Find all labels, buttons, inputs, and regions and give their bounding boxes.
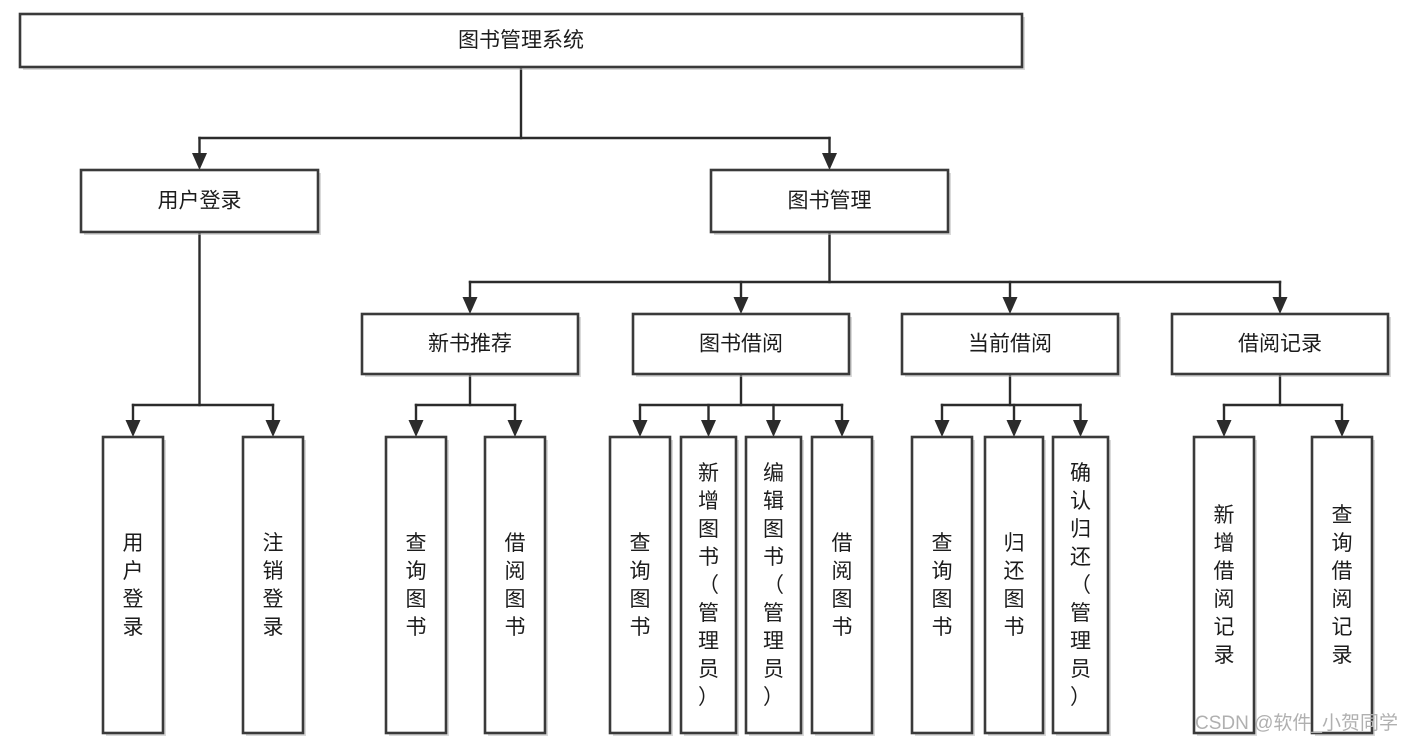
node-rect[interactable] bbox=[1310, 435, 1374, 735]
node-label: 当前借阅 bbox=[968, 333, 1052, 356]
node-leaf-confirm-return[interactable]: 确认归还（管理员） bbox=[1051, 435, 1111, 736]
node-label: 借阅图书 bbox=[505, 532, 526, 639]
node-leaf-add-book[interactable]: 新增图书（管理员） bbox=[679, 435, 739, 736]
node-label: 新增图书（管理员） bbox=[698, 462, 719, 709]
node-label: 查询图书 bbox=[406, 532, 427, 639]
connector-layer bbox=[125, 65, 1350, 437]
node-leaf-query-book-1[interactable]: 查询图书 bbox=[384, 435, 449, 736]
node-label: 编辑图书（管理员） bbox=[763, 462, 784, 709]
node-rect[interactable] bbox=[608, 435, 672, 735]
connector-userlogin-to-leaves bbox=[125, 230, 281, 437]
node-book-borrow[interactable]: 图书借阅 bbox=[631, 312, 852, 377]
node-layer: 图书管理系统用户登录图书管理新书推荐图书借阅当前借阅借阅记录用户登录注销登录查询… bbox=[18, 12, 1391, 736]
arrow-head-icon bbox=[1272, 297, 1288, 314]
node-rect[interactable] bbox=[900, 312, 1120, 376]
connector-root-to-level2 bbox=[192, 65, 837, 170]
node-book-manage[interactable]: 图书管理 bbox=[709, 168, 951, 235]
node-borrow-record[interactable]: 借阅记录 bbox=[1170, 312, 1391, 377]
node-label: 图书借阅 bbox=[699, 333, 783, 356]
node-label: 查询图书 bbox=[630, 532, 651, 639]
arrow-head-icon bbox=[733, 297, 749, 314]
arrow-head-icon bbox=[1002, 297, 1018, 314]
arrow-head-icon bbox=[462, 297, 478, 314]
node-rect[interactable] bbox=[810, 435, 874, 735]
connector-recommend-to-leaves bbox=[408, 372, 523, 437]
connector-bookmanage-to-level3 bbox=[462, 230, 1288, 314]
connector-record-to-leaves bbox=[1216, 372, 1350, 437]
node-root[interactable]: 图书管理系统 bbox=[18, 12, 1025, 70]
node-label: 查询图书 bbox=[932, 532, 953, 639]
node-leaf-return-book[interactable]: 归还图书 bbox=[983, 435, 1046, 736]
arrow-head-icon bbox=[265, 420, 281, 437]
node-label: 新增借阅记录 bbox=[1214, 504, 1235, 667]
node-label: 新书推荐 bbox=[428, 333, 512, 356]
node-rect[interactable] bbox=[1170, 312, 1390, 376]
arrow-head-icon bbox=[192, 153, 207, 170]
arrow-head-icon bbox=[1216, 420, 1232, 437]
node-label: 图书管理 bbox=[788, 190, 872, 213]
node-label: 用户登录 bbox=[123, 532, 144, 639]
node-leaf-edit-book[interactable]: 编辑图书（管理员） bbox=[744, 435, 804, 736]
node-rect[interactable] bbox=[1192, 435, 1256, 735]
node-leaf-query-record[interactable]: 查询借阅记录 bbox=[1310, 435, 1375, 736]
node-current-borrow[interactable]: 当前借阅 bbox=[900, 312, 1121, 377]
node-leaf-add-record[interactable]: 新增借阅记录 bbox=[1192, 435, 1257, 736]
node-rect[interactable] bbox=[384, 435, 448, 735]
arrow-head-icon bbox=[1334, 420, 1350, 437]
node-label: 借阅图书 bbox=[832, 532, 853, 639]
node-label: 用户登录 bbox=[158, 190, 242, 213]
node-leaf-query-book-2[interactable]: 查询图书 bbox=[608, 435, 673, 736]
node-rect[interactable] bbox=[18, 12, 1024, 69]
arrow-head-icon bbox=[125, 420, 141, 437]
node-rect[interactable] bbox=[1051, 435, 1110, 735]
node-label: 查询借阅记录 bbox=[1332, 504, 1353, 667]
arrow-head-icon bbox=[507, 420, 523, 437]
arrow-head-icon bbox=[632, 420, 648, 437]
node-leaf-user-login[interactable]: 用户登录 bbox=[101, 435, 166, 736]
arrow-head-icon bbox=[1006, 420, 1022, 437]
node-new-book-recommend[interactable]: 新书推荐 bbox=[360, 312, 581, 377]
node-rect[interactable] bbox=[101, 435, 165, 735]
node-leaf-query-book-3[interactable]: 查询图书 bbox=[910, 435, 975, 736]
node-rect[interactable] bbox=[241, 435, 305, 735]
arrow-head-icon bbox=[822, 153, 837, 170]
node-rect[interactable] bbox=[679, 435, 738, 735]
node-leaf-borrow-book-1[interactable]: 借阅图书 bbox=[483, 435, 548, 736]
arrow-head-icon bbox=[766, 420, 781, 437]
arrow-head-icon bbox=[701, 420, 716, 437]
node-rect[interactable] bbox=[983, 435, 1045, 735]
connector-borrow-to-leaves bbox=[632, 372, 850, 437]
node-leaf-borrow-book-2[interactable]: 借阅图书 bbox=[810, 435, 875, 736]
node-rect[interactable] bbox=[709, 168, 950, 234]
node-label: 图书管理系统 bbox=[458, 29, 584, 52]
node-label: 确认归还（管理员） bbox=[1070, 462, 1091, 709]
node-rect[interactable] bbox=[483, 435, 547, 735]
connector-current-to-leaves bbox=[934, 372, 1088, 437]
node-rect[interactable] bbox=[744, 435, 803, 735]
arrow-head-icon bbox=[834, 420, 850, 437]
node-label: 归还图书 bbox=[1004, 532, 1025, 639]
arrow-head-icon bbox=[934, 420, 950, 437]
node-leaf-user-logout[interactable]: 注销登录 bbox=[241, 435, 306, 736]
node-rect[interactable] bbox=[910, 435, 974, 735]
node-rect[interactable] bbox=[360, 312, 580, 376]
node-rect[interactable] bbox=[79, 168, 320, 234]
node-rect[interactable] bbox=[631, 312, 851, 376]
arrow-head-icon bbox=[408, 420, 424, 437]
node-label: 注销登录 bbox=[263, 532, 284, 639]
csdn-watermark: CSDN @软件_小贺同学 bbox=[1195, 712, 1398, 734]
node-label: 借阅记录 bbox=[1238, 333, 1322, 356]
arrow-head-icon bbox=[1073, 420, 1088, 437]
node-user-login[interactable]: 用户登录 bbox=[79, 168, 321, 235]
